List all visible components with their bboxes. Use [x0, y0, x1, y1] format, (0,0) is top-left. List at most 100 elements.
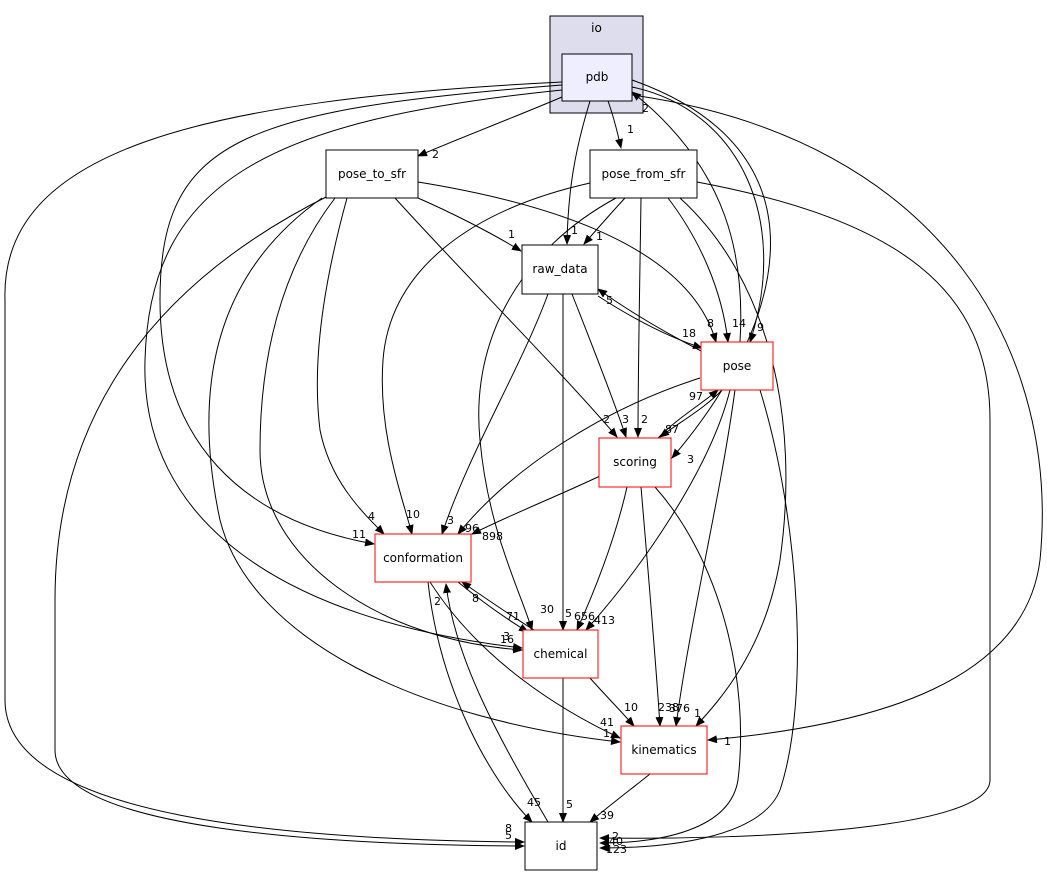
edge-pose_to_sfr-id	[54, 195, 525, 850]
edge-pose_to_sfr-raw_data	[417, 197, 522, 252]
edge-label: 5	[606, 294, 613, 307]
edge-pose_from_sfr-scoring	[634, 197, 643, 438]
edge-label: 45	[527, 796, 541, 809]
edge-pdb-pose	[631, 86, 765, 343]
edge-pose_to_sfr-pose	[417, 181, 718, 343]
edge-pdb-scoring	[631, 79, 771, 459]
edge-label: 18	[682, 327, 696, 340]
edge-scoring-kinematics	[640, 486, 664, 727]
edge-pdb-chemical	[144, 89, 563, 651]
edges	[4, 79, 1043, 852]
edge-label: 10	[624, 701, 638, 714]
edge-label: 96	[465, 522, 479, 535]
edge-pose_from_sfr-conformation	[381, 182, 591, 535]
edge-label: 898	[482, 530, 503, 543]
node-conformation-box	[374, 533, 472, 583]
node-pose-to-sfr-label: pose_to_sfr	[338, 167, 406, 181]
edge-label: 5	[565, 607, 572, 620]
edge-pose-conformation	[457, 377, 701, 535]
edge-pose_to_sfr-scoring	[394, 197, 618, 438]
node-kinematics-label: kinematics	[631, 743, 696, 757]
node-raw-data[interactable]: raw_data	[521, 244, 599, 295]
nodes: pdb pose_to_sfr pose_from_sfr raw_data p…	[325, 53, 774, 871]
edge-pose_to_sfr-conformation	[316, 197, 385, 535]
edge-label: 1	[724, 735, 731, 748]
node-scoring[interactable]: scoring	[598, 437, 672, 488]
edge-pose-pdb	[631, 91, 742, 343]
node-chemical-box	[522, 629, 599, 679]
edge-labels: 2 1 2 1 1 1 5 18 8 14 9 2 3 2 97 87 3 11…	[352, 102, 764, 856]
edge-label: 1	[571, 224, 578, 237]
edge-pdb-id	[4, 81, 563, 846]
edge-label: 3	[503, 630, 510, 643]
edge-label: 1	[603, 727, 610, 740]
edge-label: 9	[757, 321, 764, 334]
edge-label: 413	[594, 614, 615, 627]
edge-pose-id	[599, 389, 798, 852]
edge-raw_data-pose	[597, 295, 703, 350]
edge-pose-kinematics	[673, 389, 736, 727]
edge-label: 123	[606, 843, 627, 856]
edge-label: 40	[609, 835, 623, 848]
node-kinematics[interactable]: kinematics	[620, 725, 708, 775]
edge-label: 5	[566, 798, 573, 811]
edge-pose_from_sfr-pose	[667, 197, 731, 343]
edge-label: 376	[669, 702, 690, 715]
node-conformation-label: conformation	[383, 551, 463, 565]
edge-raw_data-conformation	[441, 293, 549, 535]
edge-label: 2	[432, 148, 439, 161]
node-pose-to-sfr[interactable]: pose_to_sfr	[325, 149, 419, 199]
edge-label: 97	[689, 390, 703, 403]
node-raw-data-box	[521, 244, 599, 295]
node-kinematics-box	[620, 725, 708, 775]
node-pose-from-sfr-label: pose_from_sfr	[602, 167, 686, 181]
edge-chemical-conformation	[461, 581, 535, 631]
edge-label: 238	[658, 701, 679, 714]
node-chemical[interactable]: chemical	[522, 629, 599, 679]
edge-label: 39	[600, 809, 614, 822]
edge-chemical-kinematics	[589, 677, 635, 727]
node-scoring-box	[598, 437, 672, 488]
edge-label: 14	[732, 317, 746, 330]
edge-label: 2	[641, 413, 648, 426]
edge-label: 2	[434, 595, 441, 608]
edge-scoring-conformation	[471, 475, 601, 535]
node-pose-label: pose	[723, 359, 752, 373]
edge-raw_data-scoring	[571, 293, 627, 438]
cluster-io-label: io	[591, 21, 602, 35]
edge-pdb-conformation	[159, 84, 563, 547]
node-pose-from-sfr[interactable]: pose_from_sfr	[589, 149, 698, 199]
edge-label: 8	[505, 822, 512, 835]
edge-label: 3	[622, 413, 629, 426]
edge-pdb-pose_to_sfr	[417, 96, 563, 157]
node-pdb-label: pdb	[586, 70, 609, 84]
edge-label: 1	[627, 123, 634, 136]
edge-kinematics-id	[589, 773, 651, 823]
edge-label: 71	[506, 610, 520, 623]
node-id[interactable]: id	[524, 821, 598, 871]
node-id-box	[524, 821, 598, 871]
edge-pose-raw_data	[597, 288, 704, 353]
edge-pose_from_sfr-kinematics	[679, 197, 787, 727]
edge-conformation-id	[427, 581, 533, 823]
edge-label: 2	[612, 830, 619, 843]
node-pdb[interactable]: pdb	[561, 53, 633, 102]
edge-label: 2	[642, 102, 649, 115]
edge-label: 5	[505, 829, 512, 842]
edge-pose_from_sfr-id	[599, 181, 991, 843]
edge-label: 41	[600, 716, 614, 729]
edge-pdb-pose_from_sfr	[607, 100, 623, 149]
edge-label: 11	[352, 528, 366, 541]
edge-label: 8	[472, 592, 479, 605]
node-pose-from-sfr-box	[589, 149, 698, 199]
edge-pdb-kinematics	[631, 94, 1043, 744]
edge-label: 1	[596, 230, 603, 243]
node-conformation[interactable]: conformation	[374, 533, 472, 583]
edge-id-conformation	[443, 583, 549, 823]
edge-pose-chemical	[585, 389, 731, 631]
node-pose[interactable]: pose	[700, 341, 774, 391]
edge-scoring-chemical	[576, 486, 628, 631]
edge-label: 3	[447, 514, 454, 527]
edge-label: 1	[694, 707, 701, 720]
